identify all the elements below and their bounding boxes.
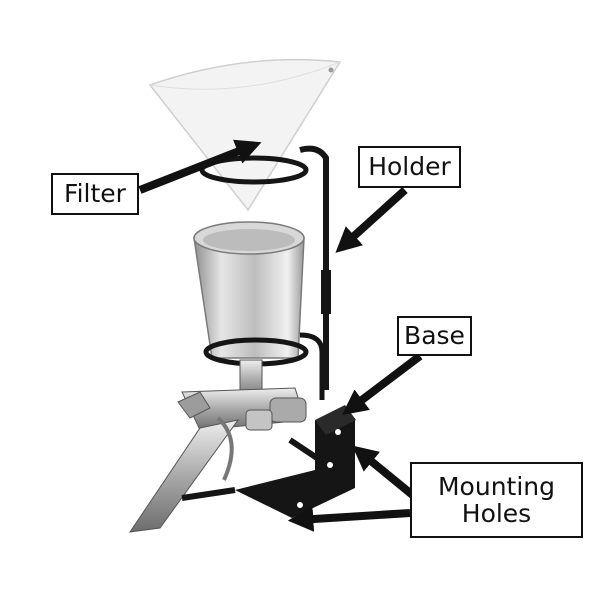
callout-arrows: [138, 139, 423, 532]
paint-cup: [193, 221, 305, 359]
holder-label: Holder: [358, 146, 461, 188]
arrow-base: [341, 352, 423, 416]
arrow-holder: [335, 187, 408, 253]
base-bracket: [181, 405, 356, 518]
arrow-mounting-upper: [352, 445, 418, 501]
mounting-holes-label-line2: Holes: [461, 499, 532, 528]
filter-label: Filter: [51, 173, 139, 215]
mounting-holes-label: Mounting Holes: [410, 462, 583, 538]
spray-gun: [128, 359, 307, 533]
base-label: Base: [397, 316, 472, 356]
mounting-holes-label-line1: Mounting: [437, 471, 556, 501]
filter-cone: [148, 58, 342, 212]
arrow-filter: [138, 139, 262, 194]
arrow-mounting-lower: [287, 506, 411, 532]
holder-rod: [299, 145, 331, 400]
